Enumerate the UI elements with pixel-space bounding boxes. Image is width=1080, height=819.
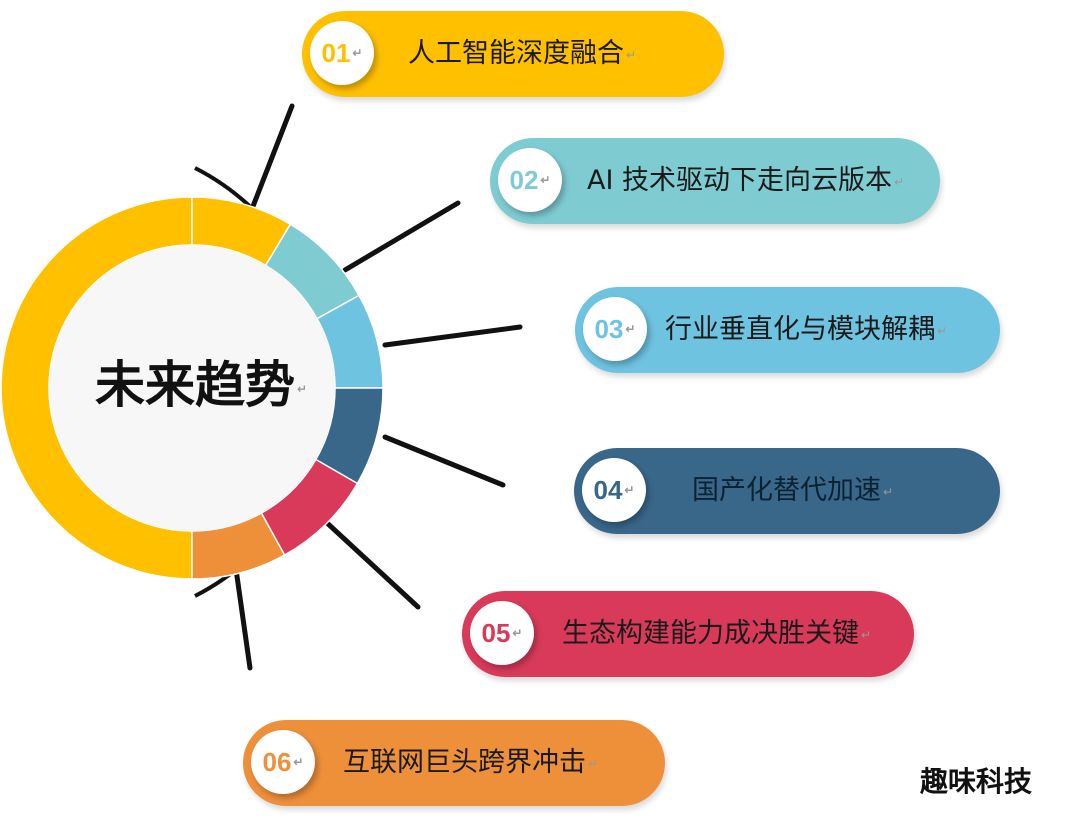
trend-item-01: 01↵人工智能深度融合↵ [302,11,724,97]
trend-item-label: 行业垂直化与模块解耦 [665,314,935,345]
return-mark-icon: ↵ [894,174,905,189]
trend-item-number-badge: 04↵ [582,458,646,522]
trend-item-label-wrap: 互联网巨头跨界冲击↵ [343,720,598,806]
trend-item-label: 人工智能深度融合 [408,38,624,69]
trend-item-label: 生态构建能力成决胜关键 [562,618,859,649]
return-mark-icon: ↵ [588,756,599,771]
trend-item-number: 05 [481,617,511,648]
trend-item-label-wrap: AI 技术驱动下走向云版本↵ [587,138,904,224]
spoke-line-2 [342,200,461,273]
trend-item-label: 国产化替代加速 [692,475,881,506]
trend-item-06: 06↵互联网巨头跨界冲击↵ [243,720,665,806]
spoke-line-1 [247,103,295,217]
trend-item-number-badge: 06↵ [251,730,315,794]
trend-item-number: 06 [262,746,292,777]
return-mark-icon: ↵ [540,173,551,187]
return-mark-icon: ↵ [624,483,635,497]
trend-item-05: 05↵生态构建能力成决胜关键↵ [462,591,914,677]
trend-item-number-badge: 03↵ [583,297,647,361]
trend-item-number: 02 [509,164,539,195]
return-mark-icon: ↵ [861,627,872,642]
return-mark-icon: ↵ [293,755,304,769]
trend-item-number-badge: 05↵ [470,601,534,665]
return-mark-icon: ↵ [352,46,363,60]
trend-item-label-wrap: 国产化替代加速↵ [692,448,893,534]
trend-item-label: 互联网巨头跨界冲击 [343,747,586,778]
spoke-line-4 [382,434,506,488]
return-mark-icon: ↵ [937,323,948,338]
return-mark-icon: ↵ [297,381,308,396]
trend-ring [0,196,384,580]
center-circle [49,245,335,531]
trend-item-03: 03↵行业垂直化与模块解耦↵ [575,287,1000,373]
trend-item-number: 04 [593,474,623,505]
trend-item-label-wrap: 生态构建能力成决胜关键↵ [562,591,871,677]
trend-item-label: AI 技术驱动下走向云版本 [587,165,893,196]
center-title: 未来趋势↵ [95,356,308,414]
spoke-line-5 [323,519,421,610]
trend-item-02: 02↵AI 技术驱动下走向云版本↵ [490,138,940,224]
watermark-text: 趣味科技 [920,765,1033,798]
trend-item-number: 03 [594,313,624,344]
return-mark-icon: ↵ [626,47,637,62]
trend-item-number-badge: 02↵ [498,148,562,212]
trend-item-04: 04↵国产化替代加速↵ [574,448,1000,534]
spoke-line-3 [382,324,523,348]
trend-item-label-wrap: 行业垂直化与模块解耦↵ [665,287,947,373]
return-mark-icon: ↵ [883,484,894,499]
return-mark-icon: ↵ [625,322,636,336]
return-mark-icon: ↵ [512,626,523,640]
trend-item-number: 01 [321,37,351,68]
trend-item-label-wrap: 人工智能深度融合↵ [408,11,636,97]
trend-item-number-badge: 01↵ [310,21,374,85]
